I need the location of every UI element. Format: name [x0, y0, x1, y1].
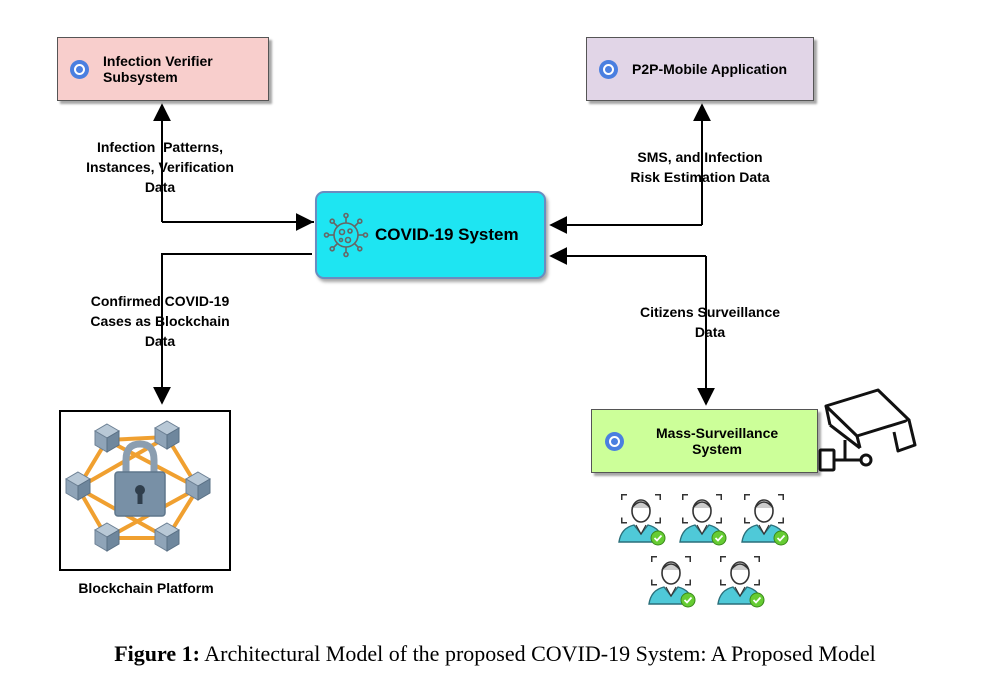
caption-text: Architectural Model of the proposed COVI… [199, 641, 876, 666]
verified-person-icon [679, 493, 727, 546]
cctv-camera-icon [818, 388, 917, 472]
p2p-mobile-box: P2P-Mobile Application [586, 37, 814, 101]
citizens-surveillance-label: Citizens Surveillance Data [639, 304, 781, 340]
infection-patterns-label: Infection Patterns, Instances, Verificat… [86, 139, 234, 195]
infection-verifier-box: Infection Verifier Subsystem [57, 37, 269, 101]
arrow-covid-to-blockchain [153, 253, 312, 405]
verified-person-icon [717, 555, 765, 608]
cloud-service-icon [70, 59, 89, 79]
confirmed-cases-label: Confirmed COVID-19 Cases as Blockchain D… [90, 293, 230, 349]
mass-surveillance-box: Mass-Surveillance System [591, 409, 818, 473]
p2p-mobile-title: P2P-Mobile Application [632, 61, 788, 77]
blockchain-frame [59, 410, 231, 571]
covid-system-title: COVID-19 System [375, 225, 519, 244]
covid-system-box: COVID-19 System [315, 191, 546, 279]
verified-person-icon [648, 555, 696, 608]
mass-surveillance-title: Mass-Surveillance System [656, 425, 779, 457]
figure-caption: Figure 1: Architectural Model of the pro… [0, 641, 990, 667]
cloud-service-icon [599, 59, 618, 79]
virus-icon [323, 212, 369, 258]
infection-verifier-title: Infection Verifier Subsystem [103, 53, 213, 85]
verified-person-icon [741, 493, 789, 546]
blockchain-lock-icon [65, 420, 211, 552]
blockchain-platform-label: Blockchain Platform [78, 580, 214, 596]
cloud-service-icon [605, 431, 624, 451]
sms-infection-label: SMS, and Infection Risk Estimation Data [630, 149, 770, 185]
verified-person-icon [618, 493, 666, 546]
caption-prefix: Figure 1: [114, 641, 200, 666]
